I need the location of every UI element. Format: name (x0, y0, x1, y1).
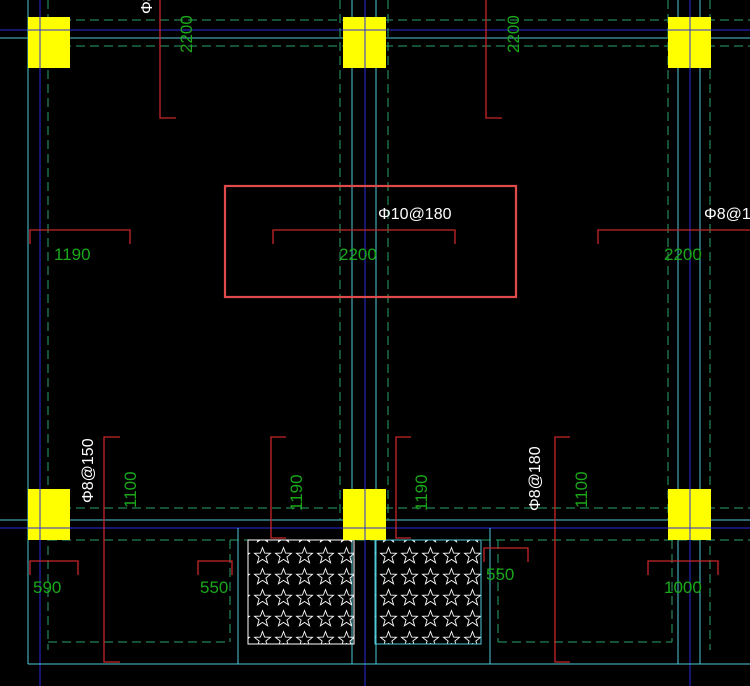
dimension-right-vertical-lower: 1100 (572, 471, 591, 508)
dimension-left-horizontal: 1190 (54, 245, 91, 264)
dimension-mid-right-vertical: 1190 (412, 474, 431, 511)
dimension-top-right-vertical: 2200 (504, 15, 523, 53)
highlight-box[interactable] (223, 184, 518, 299)
rebar-label-left-vertical: Φ8@150 (80, 438, 97, 503)
column (28, 17, 70, 68)
dimension-left-vertical-lower: 1100 (121, 471, 140, 508)
rebar-label-top-left: Φ8 (139, 0, 156, 14)
dimension-bottom-right: 1000 (664, 578, 702, 597)
dimension-bottom-far-left: 590 (33, 578, 61, 597)
dimension-bottom-left: 550 (200, 578, 228, 597)
star-hatch-icon (247, 539, 355, 645)
rebar-label-center: Φ10@180 (378, 206, 452, 223)
dimension-bottom-mid: 550 (486, 565, 514, 584)
column (668, 489, 711, 540)
column (343, 17, 386, 68)
rebar-label-mid-vertical: Φ8@180 (527, 446, 544, 511)
column (668, 17, 711, 68)
rebar-label-right: Φ8@1 (704, 206, 750, 223)
column (28, 489, 70, 540)
rebar-lines (29, 0, 750, 663)
dimension-center-horizontal: 2200 (339, 245, 377, 264)
hatched-openings (247, 539, 482, 645)
columns (28, 17, 711, 540)
dimension-top-left-vertical: 2200 (177, 15, 196, 53)
star-hatch-icon (374, 539, 482, 645)
dimension-right-horizontal: 2200 (664, 245, 702, 264)
dimension-mid-left-vertical: 1190 (287, 474, 306, 511)
column (343, 489, 386, 540)
